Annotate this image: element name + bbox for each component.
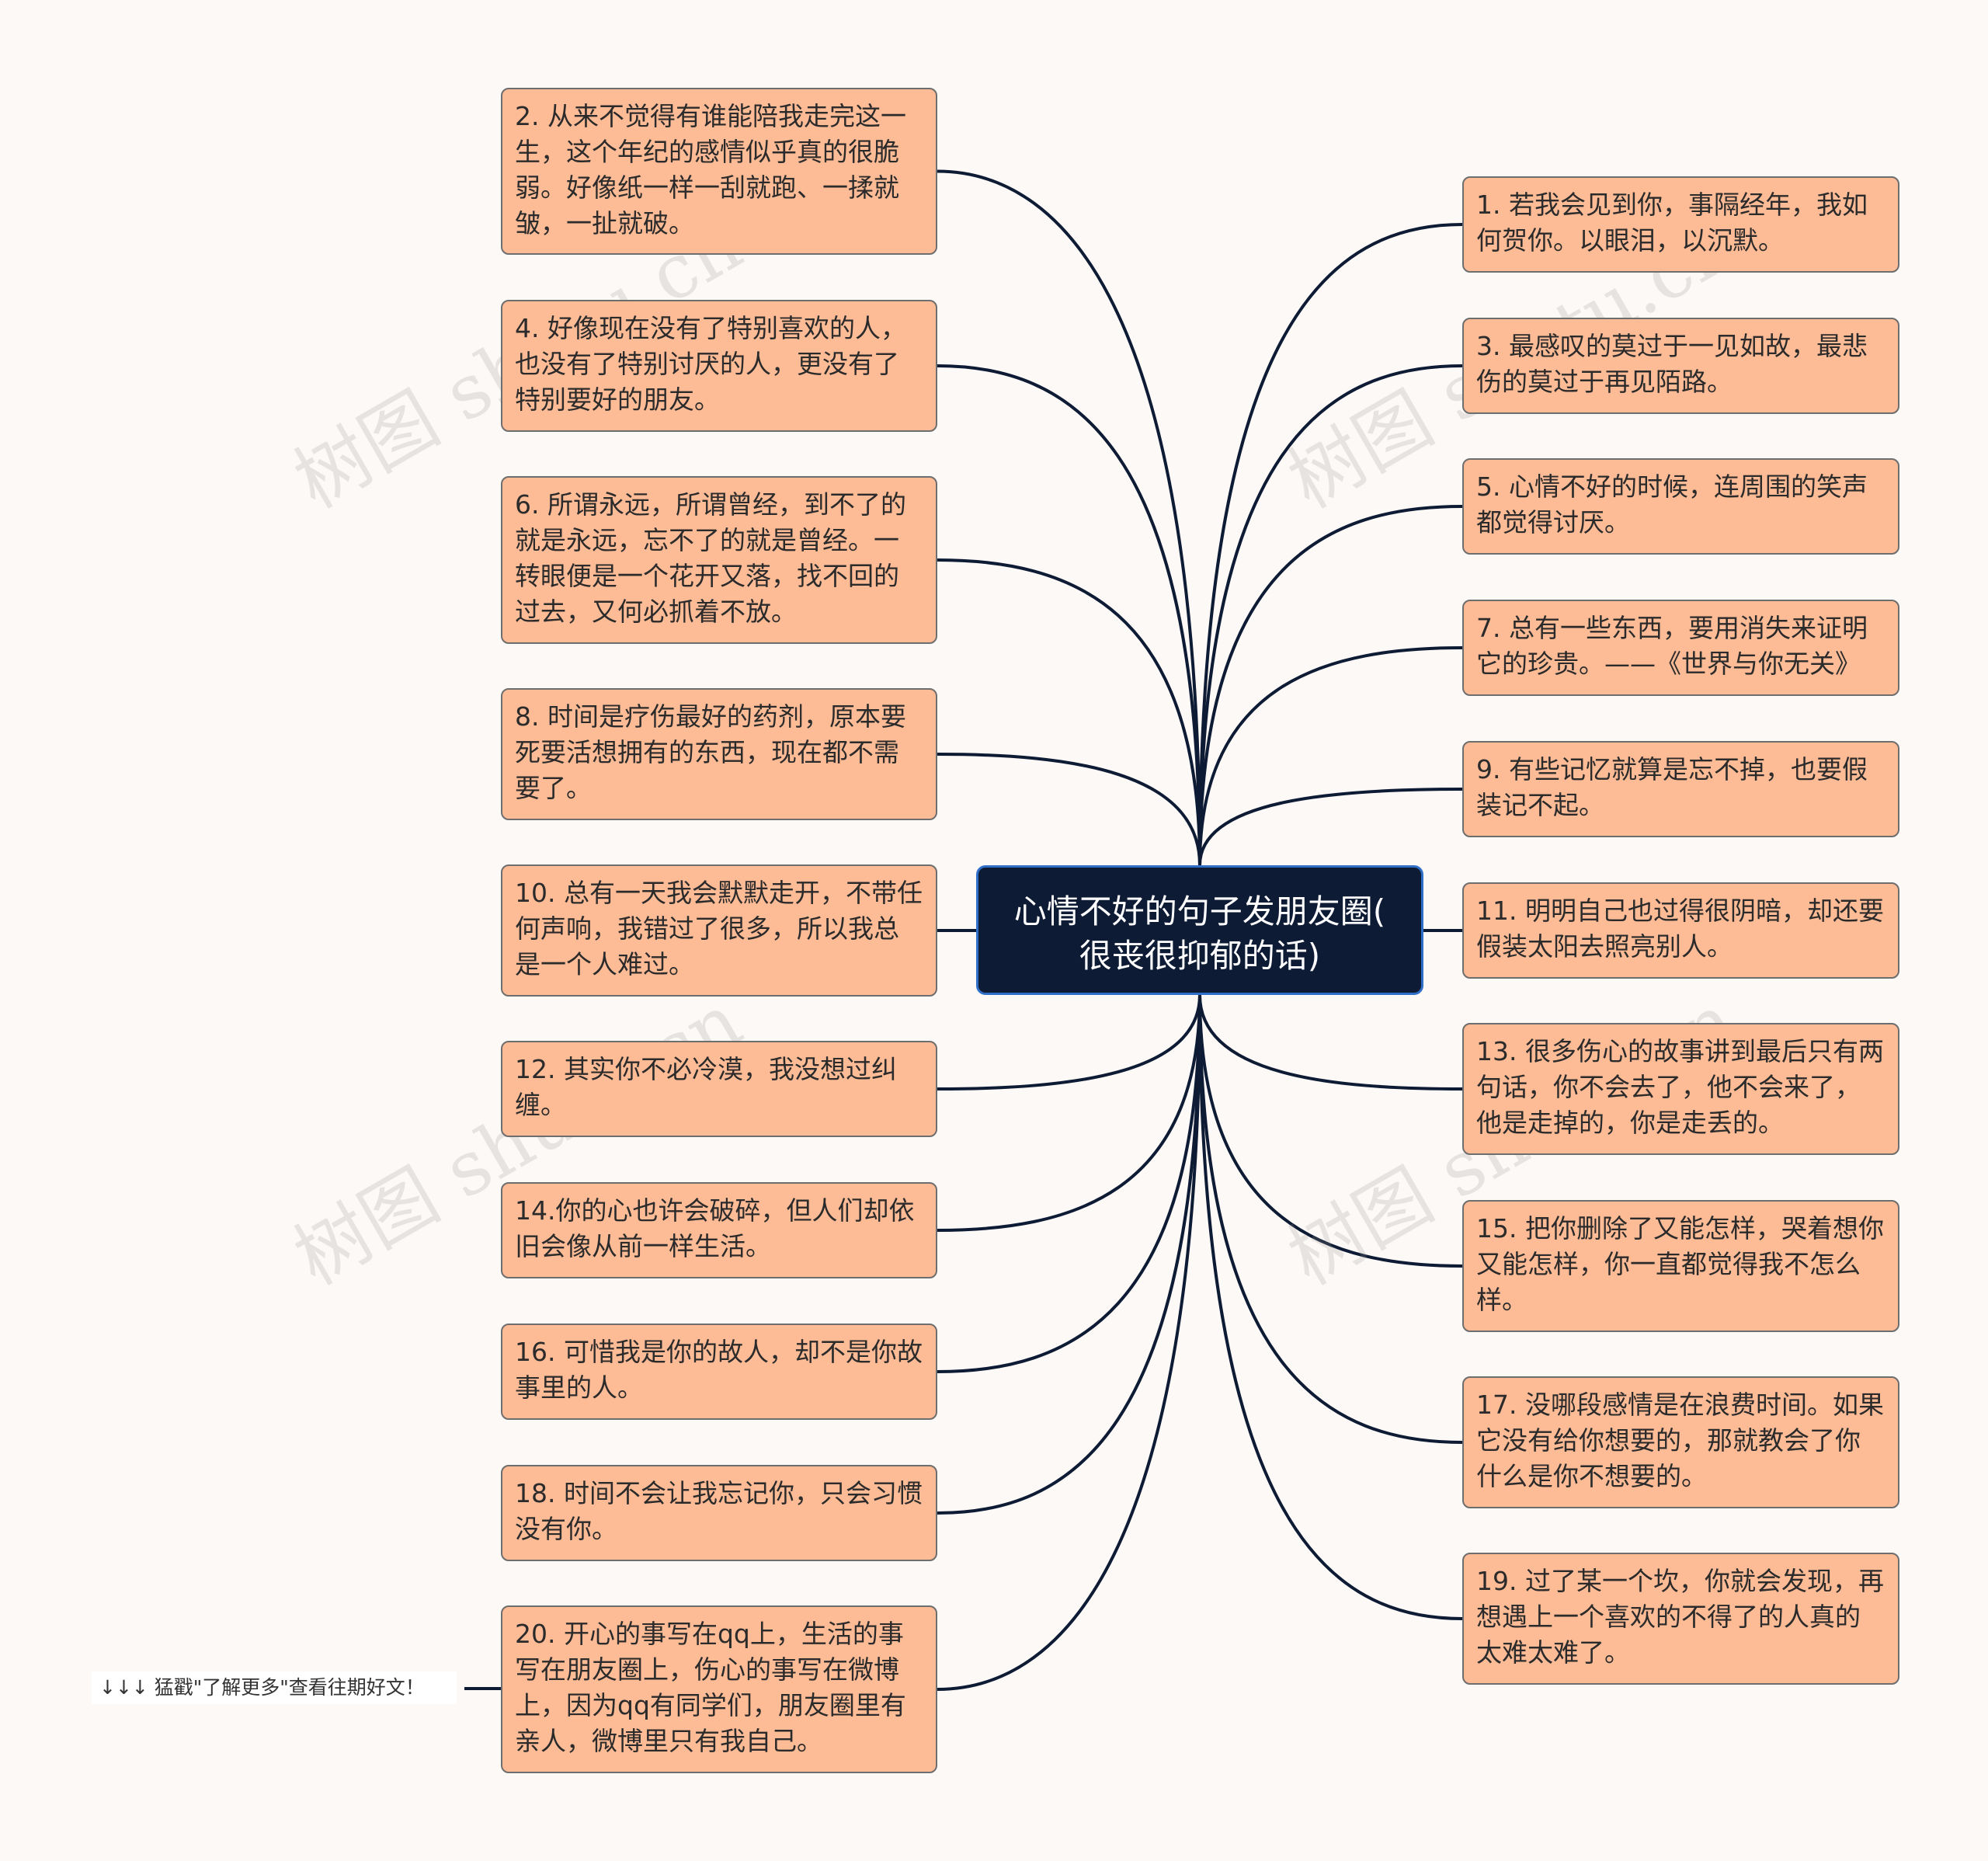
- connector-line: [1198, 646, 1463, 866]
- connector-line: [1198, 505, 1463, 866]
- right-node-7[interactable]: 7. 总有一些东西，要用消失来证明它的珍贵。——《世界与你无关》: [1462, 600, 1899, 696]
- right-node-17[interactable]: 17. 没哪段感情是在浪费时间。如果它没有给你想要的，那就教会了你什么是你不想要…: [1462, 1376, 1899, 1508]
- right-node-15[interactable]: 15. 把你删除了又能怎样，哭着想你又能怎样，你一直都觉得我不怎么样。: [1462, 1200, 1899, 1332]
- left-node-4[interactable]: 4. 好像现在没有了特别喜欢的人，也没有了特别讨厌的人，更没有了特别要好的朋友。: [501, 300, 937, 432]
- connector-line: [1198, 994, 1463, 1091]
- left-node-16[interactable]: 16. 可惜我是你的故人，却不是你故事里的人。: [501, 1324, 937, 1420]
- left-node-12[interactable]: 12. 其实你不必冷漠，我没想过纠缠。: [501, 1041, 937, 1137]
- right-node-3[interactable]: 3. 最感叹的莫过于一见如故，最悲伤的莫过于再见陌路。: [1462, 318, 1899, 414]
- right-node-5[interactable]: 5. 心情不好的时候，连周围的笑声都觉得讨厌。: [1462, 458, 1899, 555]
- left-node-6[interactable]: 6. 所谓永远，所谓曾经，到不了的就是永远，忘不了的就是曾经。一转眼便是一个花开…: [501, 476, 937, 644]
- left-node-14[interactable]: 14.你的心也许会破碎，但人们却依旧会像从前一样生活。: [501, 1182, 937, 1278]
- connector-line: [937, 753, 1201, 866]
- right-node-9[interactable]: 9. 有些记忆就算是忘不掉，也要假装记不起。: [1462, 741, 1899, 837]
- connector-line: [1198, 788, 1463, 866]
- root-topic-line-2: 很丧很抑郁的话): [1079, 937, 1321, 975]
- left-node-18[interactable]: 18. 时间不会让我忘记你，只会习惯没有你。: [501, 1465, 937, 1561]
- connector-line: [937, 994, 1201, 1373]
- connector-line: [1198, 994, 1463, 1620]
- right-node-13[interactable]: 13. 很多伤心的故事讲到最后只有两句话，你不会去了，他不会来了，他是走掉的，你…: [1462, 1023, 1899, 1155]
- right-node-1[interactable]: 1. 若我会见到你，事隔经年，我如何贺你。以眼泪，以沉默。: [1462, 176, 1899, 273]
- connector-line: [937, 364, 1201, 866]
- connector-line: [1198, 994, 1463, 1268]
- connector-line: [1198, 994, 1463, 1444]
- root-topic[interactable]: 心情不好的句子发朋友圈( 很丧很抑郁的话): [976, 865, 1423, 995]
- more-articles-note[interactable]: ↓↓↓ 猛戳"了解更多"查看往期好文！: [92, 1671, 457, 1704]
- connector-line: [937, 169, 1201, 866]
- connector-line: [937, 994, 1201, 1232]
- root-topic-line-1: 心情不好的句子发朋友圈(: [1013, 892, 1386, 930]
- connector-line: [937, 558, 1201, 866]
- connector-line: [937, 994, 1201, 1091]
- left-node-2[interactable]: 2. 从来不觉得有谁能陪我走完这一生，这个年纪的感情似乎真的很脆弱。好像纸一样一…: [501, 88, 937, 255]
- connector-line: [1198, 364, 1463, 866]
- left-node-10[interactable]: 10. 总有一天我会默默走开，不带任何声响，我错过了很多，所以我总是一个人难过。: [501, 864, 937, 997]
- left-node-8[interactable]: 8. 时间是疗伤最好的药剂，原本要死要活想拥有的东西，现在都不需要了。: [501, 688, 937, 820]
- connector-line: [1198, 223, 1463, 866]
- right-node-19[interactable]: 19. 过了某一个坎，你就会发现，再想遇上一个喜欢的不得了的人真的太难太难了。: [1462, 1553, 1899, 1685]
- connector-line: [937, 994, 1201, 1691]
- left-node-20[interactable]: 20. 开心的事写在qq上，生活的事写在朋友圈上，伤心的事写在微博上，因为qq有…: [501, 1605, 937, 1773]
- connector-line: [937, 994, 1201, 1515]
- right-node-11[interactable]: 11. 明明自己也过得很阴暗，却还要假装太阳去照亮别人。: [1462, 882, 1899, 979]
